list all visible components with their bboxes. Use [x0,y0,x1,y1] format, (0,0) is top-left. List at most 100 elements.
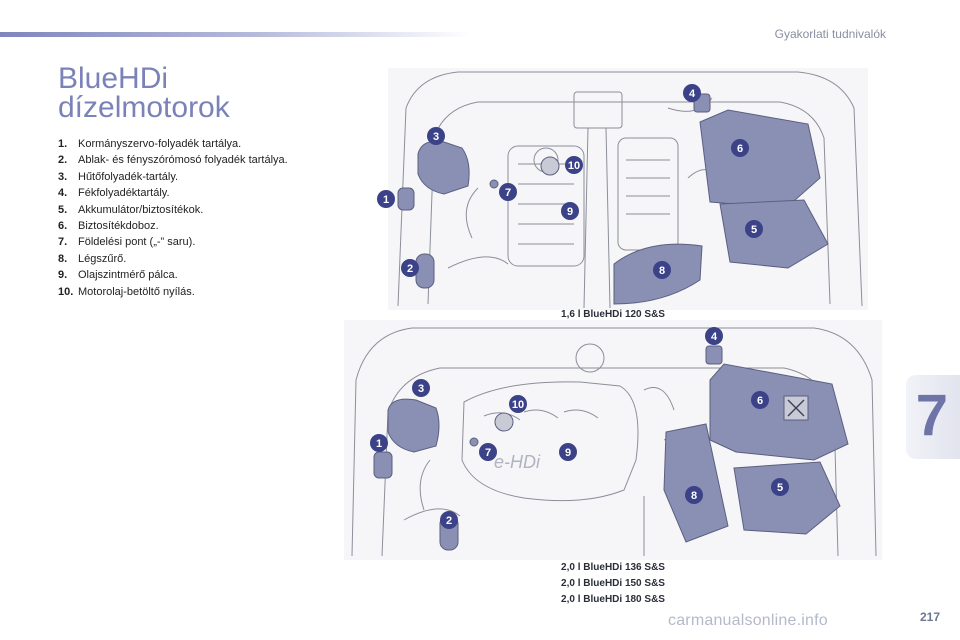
legend-number: 5. [58,203,68,216]
legend-number: 3. [58,170,68,183]
badge-8-label: 8 [659,265,665,277]
caption-engine-20-136: 2,0 l BlueHDi 136 S&S [561,562,665,573]
callout-badge-2: 2 [401,259,419,277]
section-title: Gyakorlati tudnivalók [774,27,886,41]
legend-number: 1. [58,138,68,150]
engine-drawing-16: 1 2 3 4 5 6 7 8 9 10 [377,71,863,309]
badge-10-label: 10 [568,160,580,172]
legend-text: Légszűrő. [78,252,127,265]
heading-line-1: BlueHDi [58,62,169,95]
callout-badge-9: 9 [559,443,577,461]
engine-cover-logo: e-HDi [494,452,541,472]
badge-5-label: 5 [751,224,757,236]
badge-6-label: 6 [737,143,743,155]
legend-item: 10. Motorolaj-betöltő nyílás. [58,284,288,300]
callout-badge-3: 3 [412,379,430,397]
coolant-tank-shape [387,398,440,453]
battery-shape [733,461,841,535]
component-legend: 1. Kormányszervo-folyadék tartálya. 2. Abl… [58,136,288,300]
legend-item: 5.Akkumulátor/biztosítékok. [58,202,288,218]
caption-engine-20: 2,0 l BlueHDi 136 S&S 2,0 l BlueHDi 150 … [538,560,688,608]
badge-2-label: 2 [446,515,452,527]
ground-point-shape [469,437,479,447]
badge-3-label: 3 [433,131,439,143]
badge-3-label: 3 [418,383,424,395]
legend-number: 2. [58,154,68,167]
legend-number: 4. [58,187,68,200]
caption-engine-16: 1,6 l BlueHDi 120 S&S [561,309,665,320]
badge-10-label: 10 [512,399,524,411]
callout-badge-7: 7 [479,443,497,461]
engine-diagram-20: e-HDi 1 2 3 4 5 6 7 8 9 10 [344,320,882,560]
coolant-tank-shape [417,140,470,195]
callout-badge-8: 8 [685,486,703,504]
page-heading: BlueHDi dízelmotorok [58,62,230,124]
air-filter-shape [663,423,729,543]
power-steering-reservoir-shape [373,451,393,479]
header-accent-bar [0,32,470,37]
legend-text: Hűtőfolyadék-tartály. [78,170,179,183]
callout-badge-4: 4 [683,84,701,102]
callout-badge-6: 6 [751,391,769,409]
caption-engine-20-180: 2,0 l BlueHDi 180 S&S [561,594,665,605]
page-number: 217 [919,610,940,624]
legend-item: 6. Biztosítékdoboz. [58,218,288,234]
oil-filler-cap-shape [540,156,560,176]
callout-badge-5: 5 [745,220,763,238]
legend-number: 9. [58,269,68,282]
badge-4-label: 4 [711,331,718,343]
chapter-tab [906,375,960,459]
legend-number: 8. [58,252,68,265]
callout-badge-9: 9 [561,202,579,220]
callout-badge-7: 7 [499,183,517,201]
legend-item: 4. Fékfolyadéktartály. [58,185,288,201]
washer-reservoir-shape [415,253,435,289]
chapter-number: 7 [915,383,948,448]
ground-point-shape [489,179,499,189]
fuse-box-shape [709,363,849,461]
badge-2-label: 2 [407,263,413,275]
legend-item: 9. Olajszintmérő pálca. [58,267,288,283]
badge-1-label: 1 [383,194,389,206]
heading-line-2: dízelmotorok [58,91,230,124]
legend-item: 3. Hűtőfolyadék-tartály. [58,169,288,185]
legend-text: Olajszintmérő pálca. [78,269,178,282]
callout-badge-1: 1 [377,190,395,208]
oil-filler-cap-shape [494,412,514,432]
legend-text: Fékfolyadéktartály. [78,187,170,200]
legend-number: 6. [58,220,68,233]
callout-badge-1: 1 [370,434,388,452]
badge-9-label: 9 [565,447,571,459]
legend-text: Kormányszervo-folyadék tartálya. [78,138,242,150]
legend-item: 7. Földelési pont („-” saru). [58,234,288,250]
legend-number: 10. [58,285,74,298]
brake-fluid-tank-shape [705,345,723,365]
callout-badge-4: 4 [705,327,723,345]
badge-9-label: 9 [567,206,573,218]
power-steering-reservoir-shape [397,187,415,211]
badge-4-label: 4 [689,88,696,100]
badge-5-label: 5 [777,482,783,494]
legend-text: Biztosítékdoboz. [78,220,159,233]
engine-diagram-16: 1 2 3 4 5 6 7 8 9 10 [377,68,868,310]
callout-badge-5: 5 [771,478,789,496]
legend-text: Ablak- és fényszórómosó folyadék tartály… [78,154,288,167]
legend-text: Motorolaj-betöltő nyílás. [78,285,195,298]
callout-badge-2: 2 [440,511,458,529]
battery-shape [719,199,829,269]
caption-engine-20-150: 2,0 l BlueHDi 150 S&S [561,578,665,589]
legend-item: 1. Kormányszervo-folyadék tartálya. [58,136,288,152]
callout-badge-8: 8 [653,261,671,279]
badge-1-label: 1 [376,438,382,450]
badge-7-label: 7 [505,187,511,199]
legend-number: 7. [58,236,68,249]
legend-text: Földelési pont („-” saru). [78,236,196,249]
badge-7-label: 7 [485,447,491,459]
engine-drawing-20: e-HDi 1 2 3 4 5 6 7 8 9 10 [351,327,877,557]
legend-item: 2. Ablak- és fényszórómosó folyadék tartá… [58,152,288,168]
callout-badge-6: 6 [731,139,749,157]
callout-badge-3: 3 [427,127,445,145]
callout-badge-10: 10 [565,156,583,174]
callout-badge-10: 10 [509,395,527,413]
watermark: carmanualsonline.info [668,612,828,629]
